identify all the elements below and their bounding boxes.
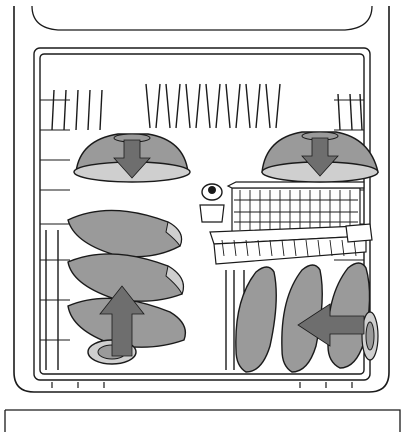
spray-arm-hub [200, 184, 224, 222]
door-bottom-edge [5, 410, 400, 432]
tine [216, 84, 220, 128]
tine [100, 90, 102, 130]
tine [166, 84, 170, 128]
tine [350, 94, 352, 130]
tine [76, 90, 78, 130]
cutlery-basket [210, 182, 372, 264]
tine [276, 84, 280, 128]
tine [226, 84, 230, 128]
tine [236, 84, 240, 128]
plate-left-top [68, 210, 182, 256]
rack-bottom-wires [52, 382, 352, 388]
tine [246, 84, 250, 128]
tub-top-curve [32, 6, 372, 30]
tine [256, 84, 260, 128]
tine [64, 90, 66, 130]
tine [88, 90, 90, 130]
tine [196, 84, 200, 128]
tine [266, 84, 270, 128]
tine [186, 84, 190, 128]
tine [360, 94, 362, 130]
tine [52, 90, 54, 130]
plate-right-1 [236, 267, 276, 372]
tine [338, 94, 340, 130]
tine [176, 84, 180, 128]
tine [156, 84, 160, 128]
tine [146, 84, 150, 128]
tine [206, 84, 210, 128]
